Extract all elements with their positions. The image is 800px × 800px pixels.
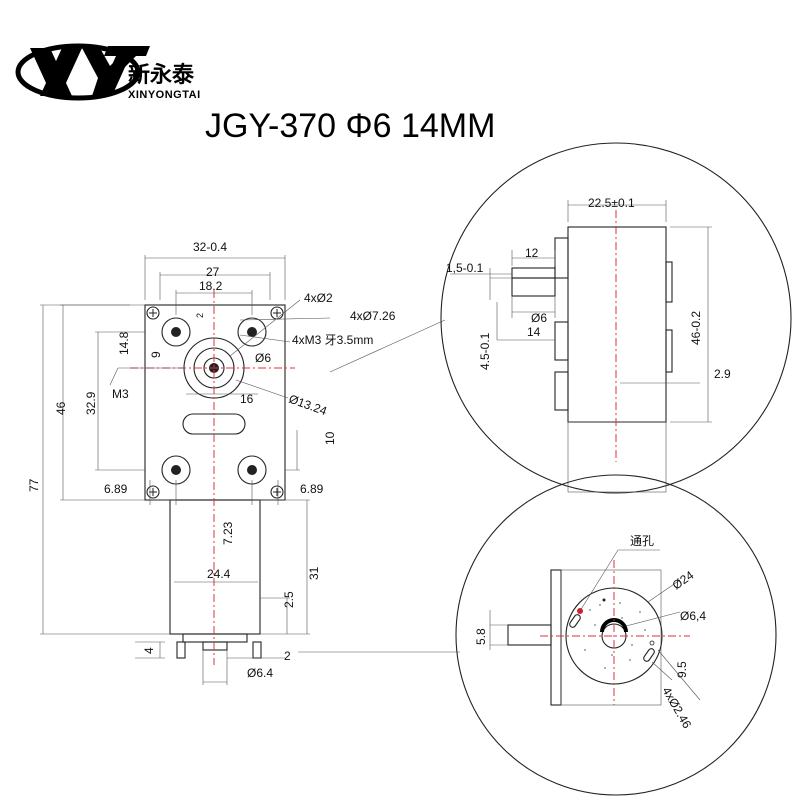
end-brush-slot: [643, 648, 655, 662]
end-label-through-hole: 通孔: [630, 534, 654, 548]
corner-screw: [146, 306, 160, 320]
side-detail-circle: [440, 142, 792, 494]
end-detail: 通孔 Ø24 Ø6,4 5.8 9.5 4xØ2.46: [455, 474, 777, 796]
dim-2-bottom: 2: [284, 649, 291, 663]
end-small-hole: [602, 598, 606, 602]
logo-ring: [15, 43, 141, 101]
side-dim-height: 46-0.2: [689, 311, 703, 345]
dim-hole-4x2: 4xØ2: [304, 291, 333, 305]
side-gearbox-body: [567, 226, 667, 423]
dim-thread-note: 4xM3 牙3.5mm: [292, 333, 373, 347]
logo-t-mark: [98, 46, 150, 96]
side-dim-shaft-d6: Ø6: [531, 311, 547, 325]
side-shaft: [511, 277, 556, 297]
gearbox-plate: [144, 304, 286, 501]
motor-terminal: [176, 641, 186, 659]
end-side-plate: [550, 569, 562, 706]
dim-10: 10: [323, 431, 337, 445]
dim-bushing-d6-4: Ø6.4: [247, 666, 273, 680]
dim-4: 4: [142, 647, 156, 654]
side-rib-top: [665, 261, 673, 303]
dim-motor-24-4: 24.4: [207, 567, 231, 581]
corner-screw: [270, 485, 284, 499]
dim-width-18-2: 18.2: [199, 279, 223, 293]
end-dim-9-5: 9.5: [675, 661, 689, 678]
side-tab-top: [554, 237, 569, 279]
side-motor-body: [567, 421, 667, 493]
mounting-hole: [237, 317, 267, 347]
side-dimension-lines: [450, 200, 712, 423]
dim-32-9: 32.9: [84, 391, 98, 415]
dimension-lines: [40, 255, 331, 685]
end-cap-texture: [584, 602, 646, 669]
motor-terminal: [252, 641, 262, 659]
dim-m3: M3: [112, 387, 129, 401]
end-dim-d6-4: Ø6,4: [680, 609, 706, 623]
end-small-hole: [649, 640, 655, 646]
corner-screw: [146, 485, 160, 499]
dim-14-8: 14.8: [117, 331, 131, 355]
corner-screw: [270, 306, 284, 320]
end-shaft: [507, 624, 552, 646]
side-dim-length: 22.5±0.1: [588, 196, 635, 210]
front-view: 32-0.4 27 18.2 4xØ2 4xØ7.26 4xM3 牙3.5mm …: [27, 240, 396, 685]
side-dim-14: 14: [527, 325, 541, 339]
end-brush-slot: [569, 614, 581, 628]
side-tab-bottom: [554, 371, 569, 411]
dim-7-23: 7.23: [221, 521, 235, 545]
dim-width-outer: 32-0.4: [193, 240, 227, 254]
mounting-hole: [237, 455, 267, 485]
end-dim-5-8: 5.8: [474, 628, 488, 645]
end-dim-holes: 4xØ2.46: [659, 685, 694, 732]
dim-shaft-d6: Ø6: [255, 351, 271, 365]
end-detail-circle: [455, 474, 777, 796]
side-dim-2-9: 2.9: [714, 367, 731, 381]
side-dim-1-5: 1,5-0.1: [446, 261, 484, 275]
side-tab-mid: [554, 321, 569, 361]
logo-chinese-name: 新永泰: [128, 62, 195, 88]
dim-77: 77: [27, 478, 41, 492]
end-dim-d24: Ø24: [670, 568, 697, 593]
brand-logo: 新永泰 XINYONGTAI: [15, 43, 201, 101]
logo-english-name: XINYONGTAI: [128, 89, 201, 101]
dim-6-89-left: 6.89: [104, 482, 128, 496]
dim-boss-d13-24: Ø13.24: [287, 392, 329, 419]
motor-endcap: [182, 633, 248, 643]
drawing-title: JGY-370 Φ6 14MM: [205, 107, 495, 145]
side-shaft-flat: [511, 267, 556, 279]
end-gearbox: [560, 569, 662, 706]
side-dim-12: 12: [525, 246, 539, 260]
motor-bushing: [202, 641, 228, 651]
logo-x-mark: [30, 48, 82, 96]
dim-16: 16: [240, 392, 254, 406]
dim-width-27: 27: [206, 265, 220, 279]
dim-9: 9: [149, 351, 163, 358]
dim-31: 31: [307, 566, 321, 580]
side-dim-4-5: 4.5-0.1: [478, 332, 492, 370]
dim-6-89-right: 6.89: [300, 482, 324, 496]
dim-2-top: 2: [195, 313, 205, 318]
mounting-hole: [161, 317, 191, 347]
end-dimension-lines: [489, 549, 701, 701]
mounting-hole: [161, 455, 191, 485]
side-rib-bottom: [665, 329, 673, 373]
dim-hole-4x7-26: 4xØ7.26: [350, 309, 396, 323]
leader-to-side-detail: [329, 319, 446, 373]
side-detail: 22.5±0.1 12 1,5-0.1 Ø6 14 4.5-0.1 46-0.2…: [440, 142, 792, 494]
dim-2-5: 2.5: [282, 591, 296, 608]
dim-46: 46: [54, 401, 68, 415]
